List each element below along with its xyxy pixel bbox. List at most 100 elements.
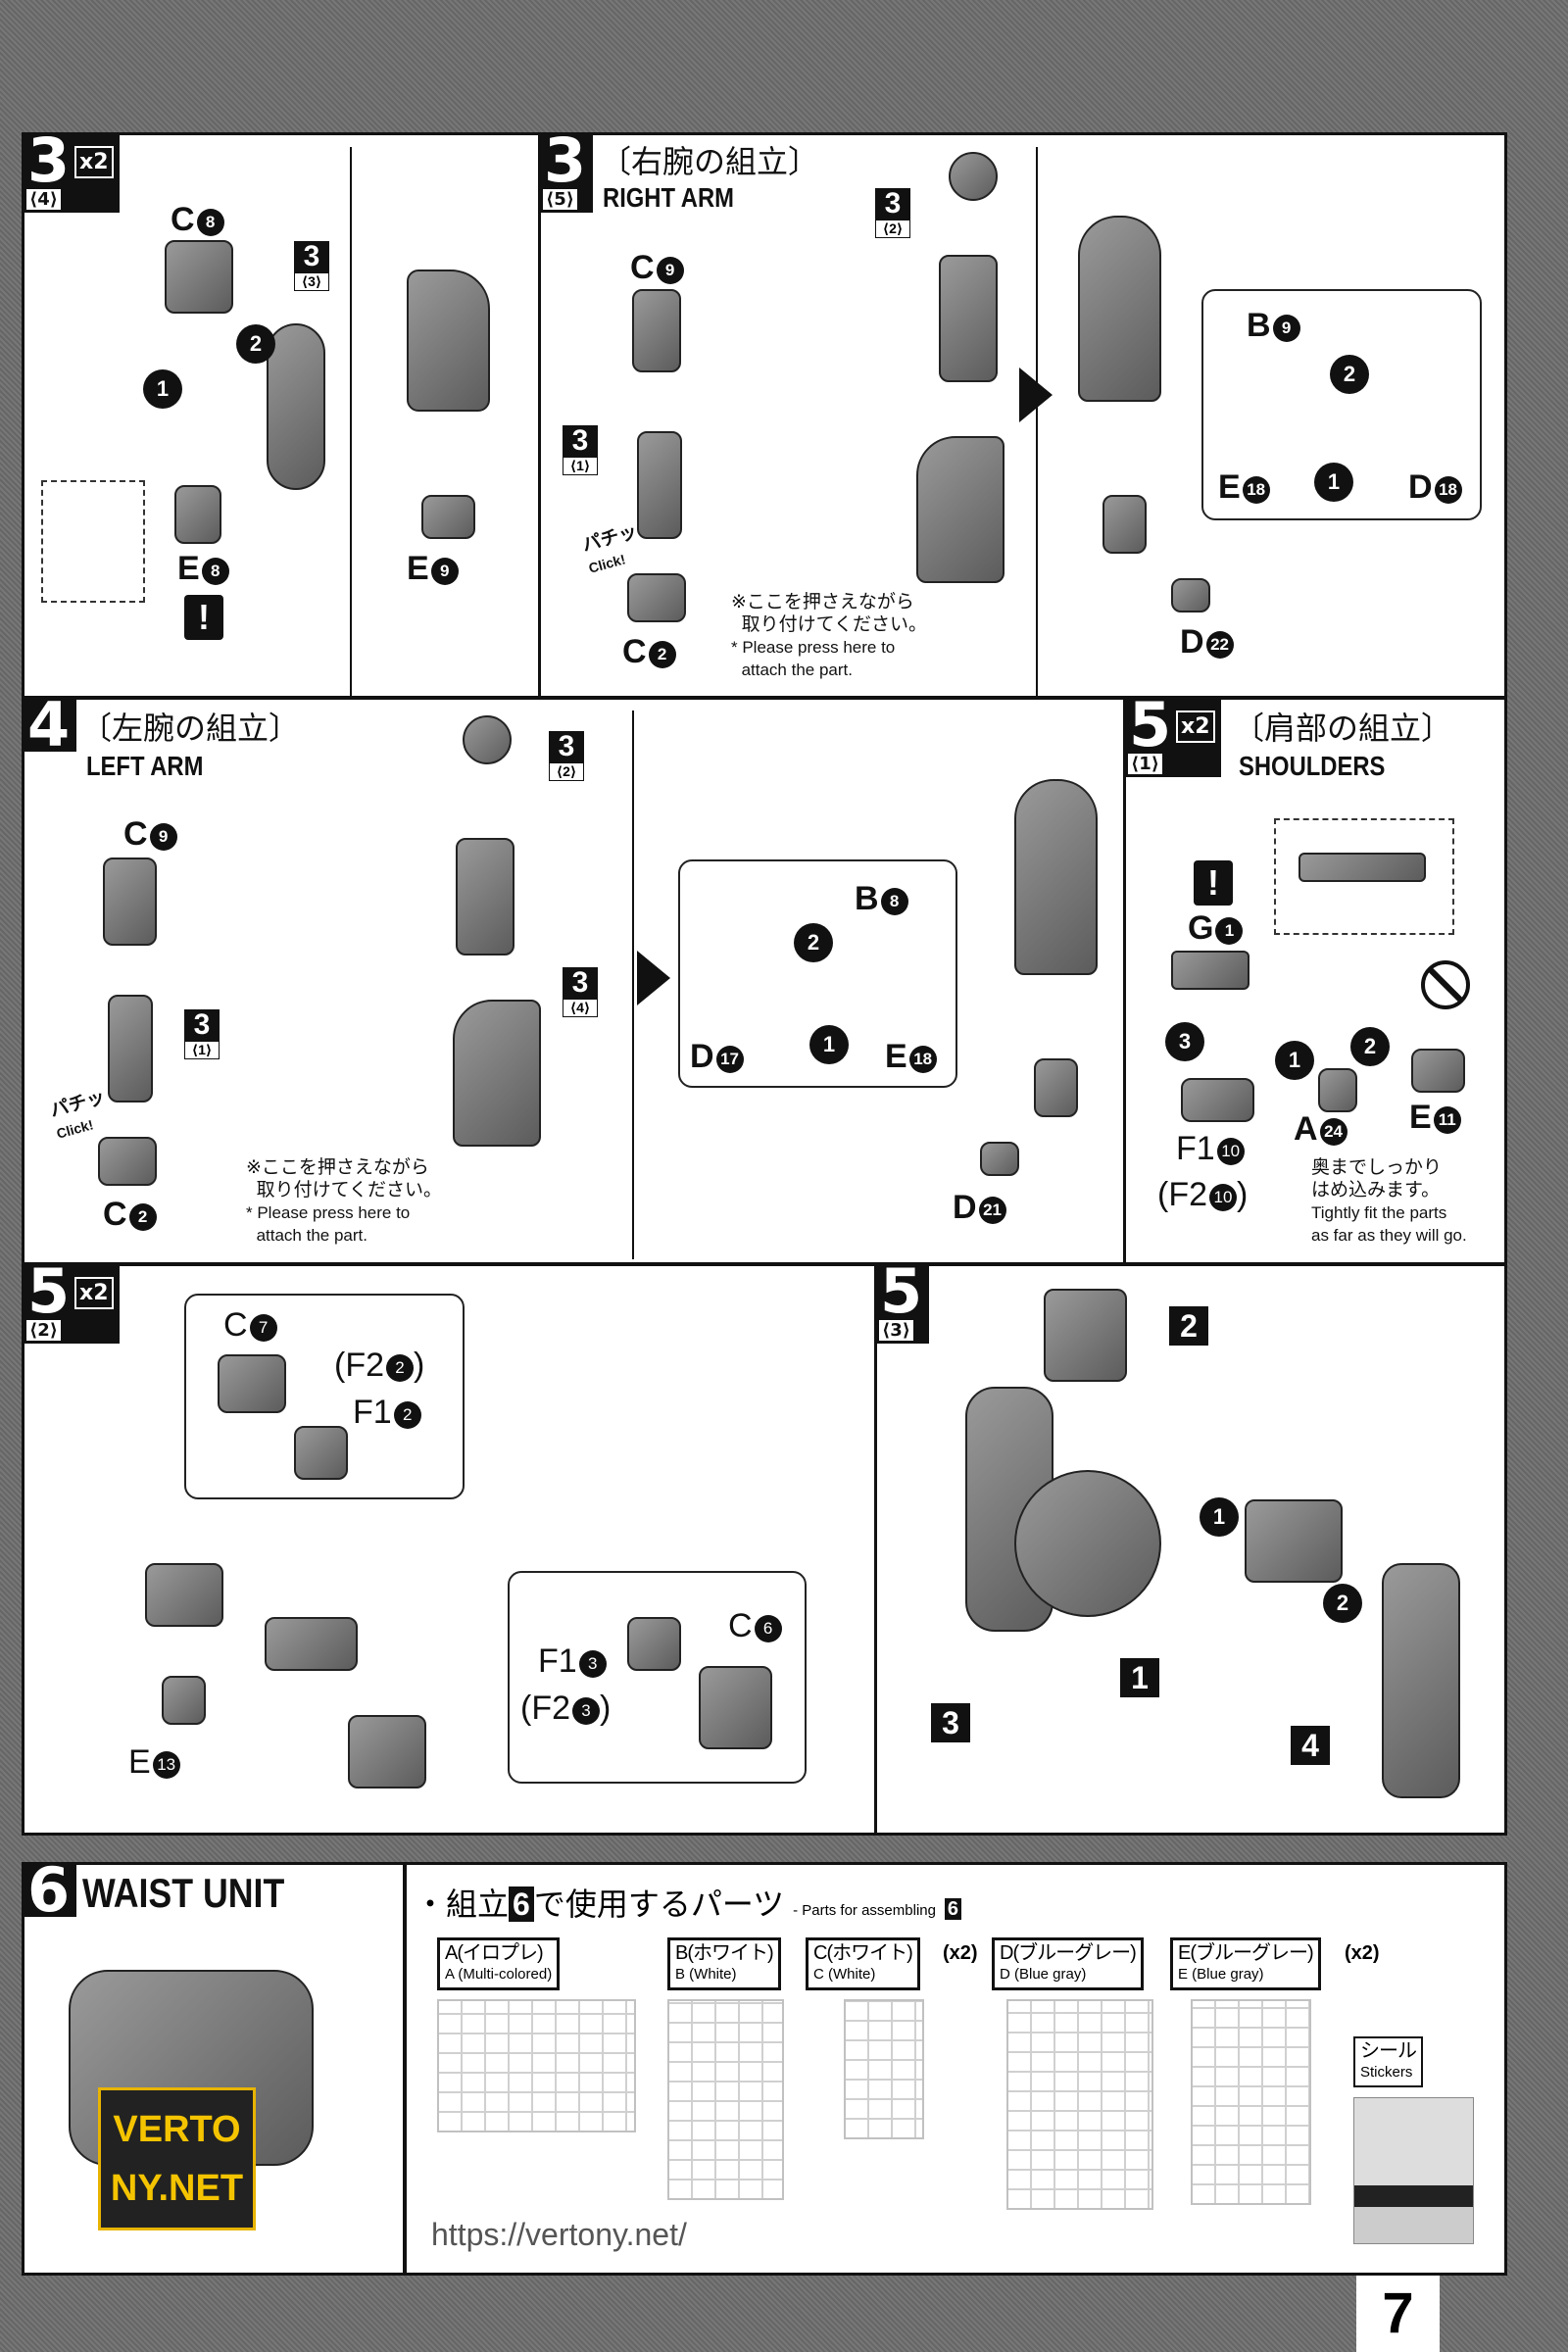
step-marker: 1 — [809, 1025, 849, 1064]
part-illustration — [1078, 216, 1161, 402]
runner-e-image — [1191, 1999, 1311, 2205]
step-header: 5 ⟨3⟩ — [874, 1255, 929, 1344]
step-number: 6 — [27, 1854, 71, 1926]
step-number: 5 — [1129, 689, 1172, 760]
callout-number: 1 — [1120, 1658, 1159, 1697]
step-reference: 3⟨1⟩ — [184, 1009, 220, 1059]
part-illustration — [627, 573, 686, 622]
part-illustration — [174, 485, 221, 544]
part-illustration — [103, 858, 157, 946]
part-illustration — [294, 1426, 348, 1480]
next-arrow-icon — [1019, 368, 1053, 422]
step-marker: 3 — [1165, 1022, 1204, 1061]
step-number: 4 — [27, 689, 71, 760]
step-number: 5 — [27, 1255, 71, 1327]
part-illustration — [1181, 1078, 1254, 1122]
step-reference: 3⟨2⟩ — [875, 188, 910, 238]
step-number: 3 — [544, 124, 587, 196]
callout-number: 2 — [1169, 1306, 1208, 1346]
part-illustration — [267, 323, 325, 490]
substep-number: ⟨4⟩ — [25, 188, 62, 211]
step-number: 5 — [880, 1255, 923, 1327]
detail-box — [1274, 818, 1454, 935]
step-header: 6 — [22, 1854, 76, 1926]
quantity-badge: x2 — [74, 146, 114, 178]
runner-label-e: E(ブルーグレー)E (Blue gray) — [1170, 1937, 1321, 1990]
section-title: SHOULDERS — [1239, 751, 1386, 781]
part-illustration — [218, 1354, 286, 1413]
part-illustration — [1171, 951, 1250, 990]
step-marker: 1 — [143, 369, 182, 409]
sticker-sheet-image — [1353, 2097, 1474, 2244]
part-illustration — [407, 270, 490, 412]
step-marker: 2 — [1330, 355, 1369, 394]
step-marker: 1 — [1314, 463, 1353, 502]
part-illustration — [165, 240, 233, 314]
section-title: RIGHT ARM — [603, 182, 734, 213]
next-arrow-icon — [637, 951, 670, 1005]
page-number: 7 — [1356, 2276, 1440, 2352]
step-marker: 1 — [1200, 1497, 1239, 1537]
part-illustration — [145, 1563, 223, 1627]
runner-quantity: (x2) — [943, 1942, 978, 1964]
part-illustration — [348, 1715, 426, 1788]
step-header: 3 x2 ⟨4⟩ — [22, 124, 120, 213]
step-marker: 2 — [794, 923, 833, 962]
part-illustration — [421, 495, 475, 539]
step-reference: 3⟨4⟩ — [563, 967, 598, 1017]
part-illustration — [632, 289, 681, 372]
runner-a-image — [437, 1999, 636, 2132]
substep-number: ⟨2⟩ — [25, 1319, 62, 1342]
warning-icon: ! — [1194, 860, 1233, 906]
step-reference: 3⟨1⟩ — [563, 425, 598, 475]
quantity-badge: x2 — [1176, 710, 1215, 743]
detail-box — [41, 480, 145, 603]
part-illustration — [699, 1666, 772, 1749]
step-header: 5 x2 ⟨1⟩ — [1123, 689, 1221, 777]
substep-number: ⟨5⟩ — [542, 188, 578, 211]
step-reference: 3⟨2⟩ — [549, 731, 584, 781]
step-header: 4 — [22, 689, 76, 760]
runner-label-a: A(イロプレ)A (Multi-colored) — [437, 1937, 561, 1990]
part-illustration — [980, 1142, 1019, 1176]
runner-d-image — [1006, 1999, 1153, 2210]
step-reference: 3⟨3⟩ — [294, 241, 329, 291]
part-illustration — [1171, 578, 1210, 612]
part-illustration — [98, 1137, 157, 1186]
callout-number: 4 — [1291, 1726, 1330, 1765]
part-illustration — [453, 1000, 541, 1147]
warning-icon: ! — [184, 595, 223, 640]
part-illustration — [1044, 1289, 1127, 1382]
step-header: 3 ⟨5⟩ — [538, 124, 593, 213]
part-illustration — [456, 838, 514, 956]
section-title-jp: 〔右腕の組立〕 — [600, 144, 820, 179]
runner-label-d: D(ブルーグレー)D (Blue gray) — [992, 1937, 1144, 1990]
section-title: WAIST UNIT — [82, 1870, 285, 1916]
part-illustration — [1034, 1058, 1078, 1117]
part-illustration — [1298, 853, 1426, 882]
part-illustration — [265, 1617, 358, 1671]
